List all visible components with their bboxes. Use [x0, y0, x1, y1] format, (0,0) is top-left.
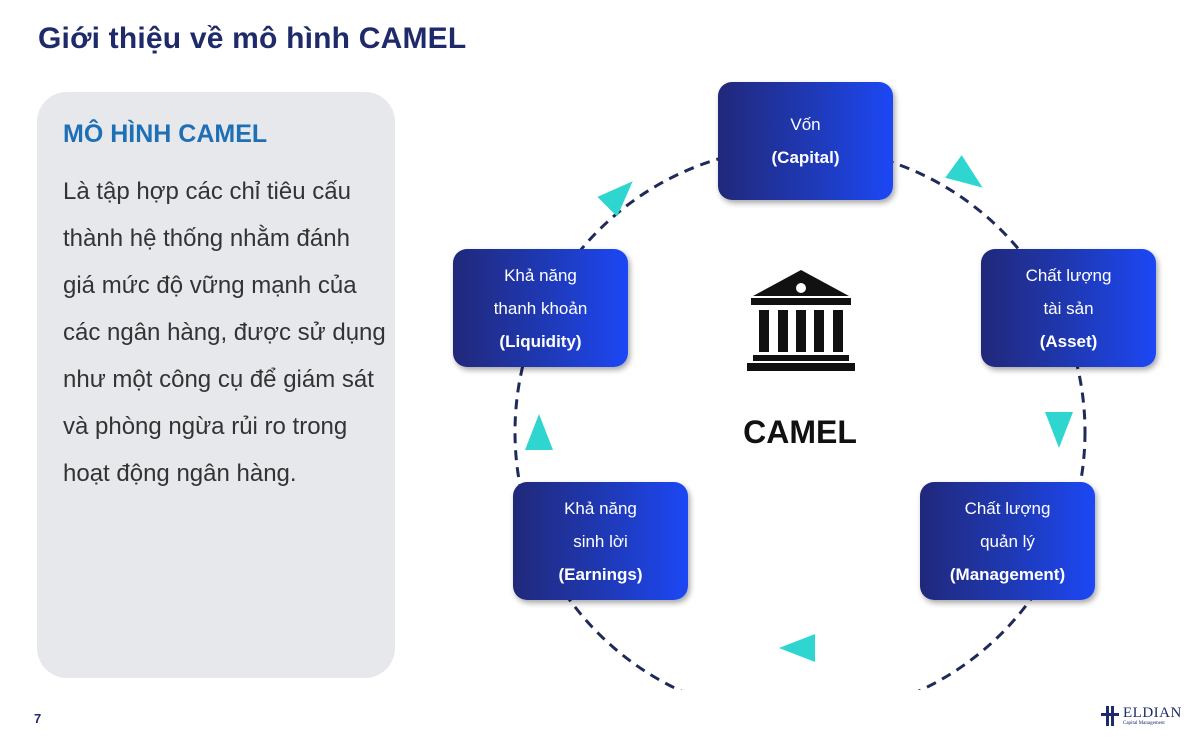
page-number: 7 — [34, 711, 42, 726]
node-liquidity-line1: Khả năng — [504, 265, 577, 285]
node-capital-label: Vốn — [790, 115, 821, 134]
node-asset-line2: tài sản — [1043, 298, 1094, 318]
node-earnings-line2: sinh lời — [573, 531, 628, 551]
dashed-ring — [513, 145, 1087, 690]
node-capital-en: (Capital) — [771, 148, 840, 167]
cycle-ring — [513, 145, 1087, 690]
arrow-management-to-earnings — [779, 634, 815, 662]
node-asset-line1: Chất lượng — [1025, 265, 1112, 285]
eldian-cross-icon — [1101, 706, 1119, 726]
node-asset: Chất lượng tài sản (Asset) — [981, 249, 1156, 367]
node-management-line1: Chất lượng — [964, 498, 1051, 518]
arrow-capital-to-asset — [945, 155, 983, 188]
node-earnings-line1: Khả năng — [564, 498, 637, 518]
logo-name: ELDIAN — [1123, 704, 1182, 721]
node-management-line2: quản lý — [980, 531, 1035, 551]
card-body: Là tập hợp các chỉ tiêu cấu thành hệ thố… — [63, 178, 386, 487]
node-management: Chất lượng quản lý (Management) — [920, 482, 1095, 600]
camel-cycle-diagram: Vốn (Capital) Chất lượng tài sản (Asset)… — [440, 70, 1180, 690]
card-heading: MÔ HÌNH CAMEL — [63, 120, 268, 148]
node-liquidity-en: (Liquidity) — [499, 331, 582, 351]
node-management-en: (Management) — [949, 564, 1066, 584]
node-asset-en: (Asset) — [1039, 331, 1098, 351]
arrow-asset-to-management — [1045, 412, 1073, 448]
node-earnings: Khả năng sinh lời (Earnings) — [513, 482, 688, 600]
node-capital: Vốn (Capital) — [718, 82, 893, 200]
arrow-liquidity-to-capital — [597, 181, 633, 217]
arrow-earnings-to-liquidity — [525, 414, 553, 450]
node-earnings-en: (Earnings) — [558, 564, 643, 584]
page-title: Giới thiệu về mô hình CAMEL — [38, 22, 467, 55]
bank-building-icon — [747, 270, 855, 371]
info-card: MÔ HÌNH CAMEL Là tập hợp các chỉ tiêu cấ… — [37, 92, 395, 678]
node-liquidity: Khả năng thanh khoản (Liquidity) — [453, 249, 628, 367]
node-liquidity-line2: thanh khoản — [493, 298, 588, 318]
center-label: CAMEL — [743, 414, 857, 450]
logo-subtitle: Capital Management — [1123, 720, 1165, 726]
eldian-logo: ELDIAN Capital Management — [1100, 705, 1182, 727]
